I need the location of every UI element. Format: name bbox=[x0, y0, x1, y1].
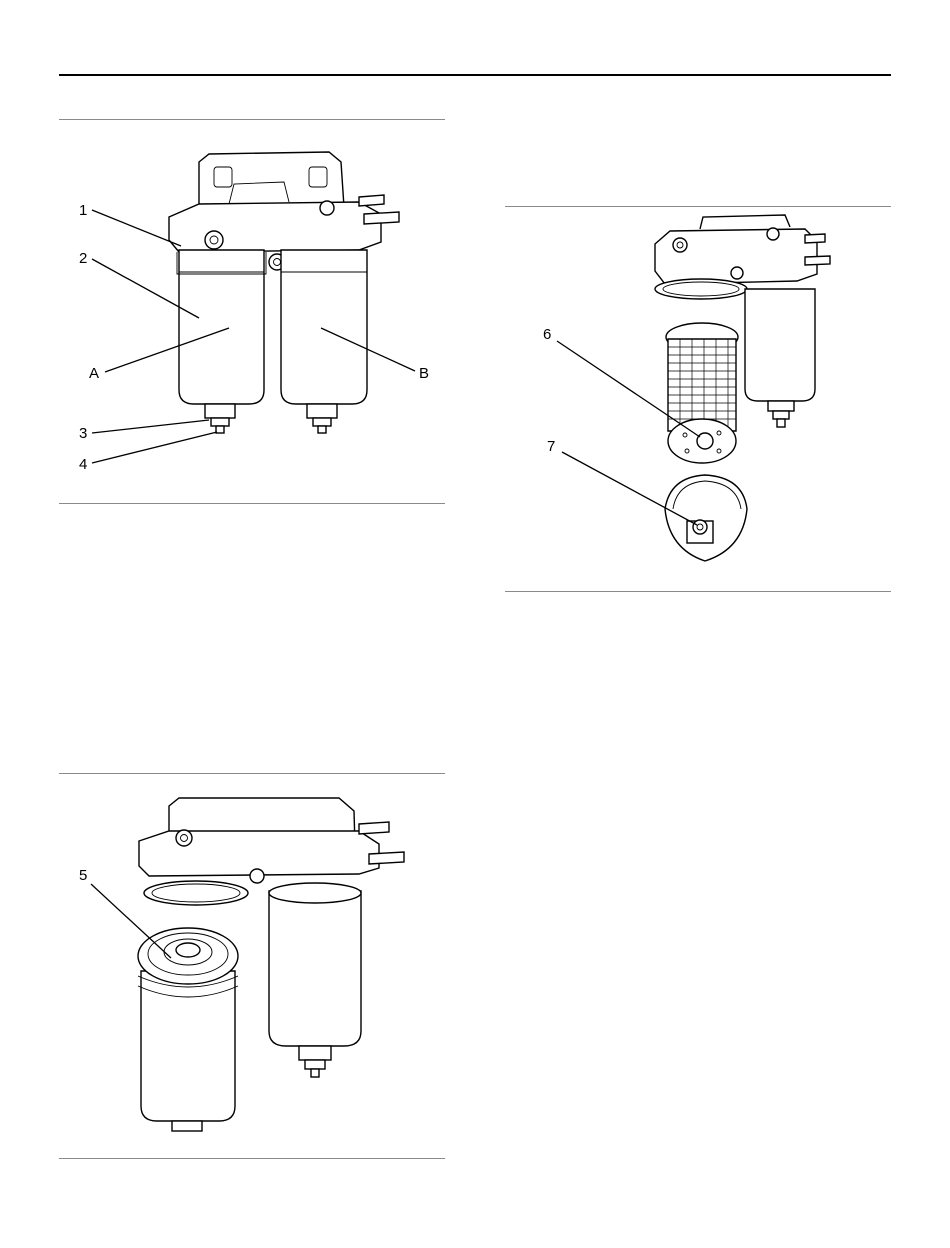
figure-1-fuel-filter-assembly: 1 2 A B 3 4 bbox=[59, 122, 445, 502]
filter-bowl bbox=[745, 289, 815, 401]
callout-5: 5 bbox=[79, 867, 87, 884]
filter-element bbox=[141, 971, 235, 1121]
figure-2-bottom-rule bbox=[59, 1158, 445, 1159]
callout-a: A bbox=[89, 365, 99, 382]
callout-6: 6 bbox=[543, 326, 551, 343]
mounting-bracket bbox=[199, 152, 344, 210]
callout-b: B bbox=[419, 365, 429, 382]
figure-1-illustration: 1 2 A B 3 4 bbox=[59, 122, 445, 502]
page-header-rule bbox=[59, 74, 891, 76]
callout-2: 2 bbox=[79, 250, 87, 267]
figure-2-top-rule bbox=[59, 773, 445, 774]
callout-1: 1 bbox=[79, 202, 87, 219]
filter-bowl-a bbox=[179, 250, 264, 404]
drain-valve-a bbox=[205, 404, 235, 418]
drain-valve-b bbox=[307, 404, 337, 418]
filter-element-mesh bbox=[668, 339, 736, 431]
figure-2-filter-element-removal: 5 bbox=[59, 776, 445, 1156]
empty-filter-head-port bbox=[144, 881, 248, 905]
figure-3-element-and-bowl-exploded: 6 7 bbox=[505, 209, 891, 589]
figure-3-bottom-rule bbox=[505, 591, 891, 592]
filter-head bbox=[169, 202, 381, 252]
callout-7: 7 bbox=[547, 438, 555, 455]
filter-bowl bbox=[269, 891, 361, 1046]
figure-1-top-rule bbox=[59, 119, 445, 120]
filter-bowl-removed bbox=[665, 475, 747, 561]
filter-bowl-b bbox=[281, 250, 367, 404]
figure-3-illustration: 6 7 bbox=[505, 209, 891, 589]
figure-2-illustration: 5 bbox=[59, 776, 445, 1156]
callout-3: 3 bbox=[79, 425, 87, 442]
figure-1-bottom-rule bbox=[59, 503, 445, 504]
callout-4: 4 bbox=[79, 456, 87, 473]
figure-3-top-rule bbox=[505, 206, 891, 207]
